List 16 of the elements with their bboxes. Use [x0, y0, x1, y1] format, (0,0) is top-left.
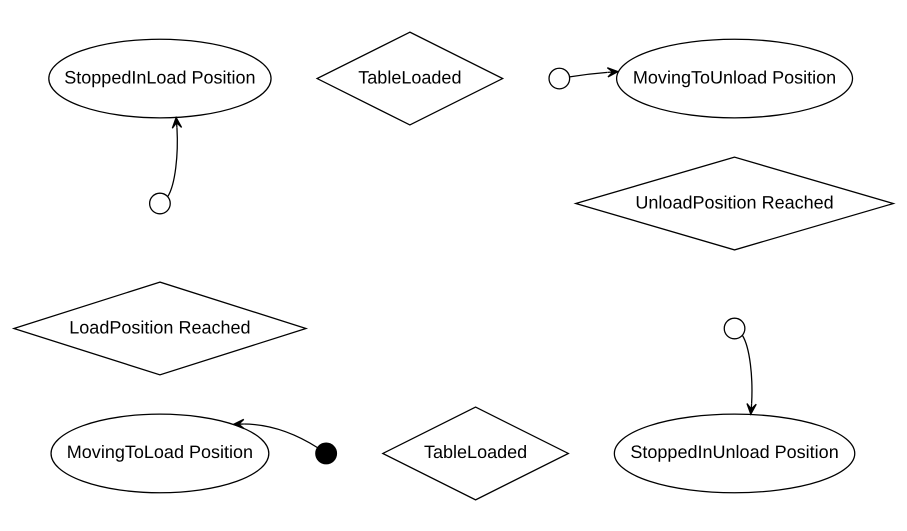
node-diamond: TableLoaded	[316, 30, 504, 126]
node-diamond: UnloadPosition Reached	[573, 156, 896, 250]
node-circle	[548, 67, 570, 89]
arrow	[570, 66, 619, 78]
node-ellipse: StoppedInLoad Position	[48, 38, 272, 118]
node-ellipse: MovingToUnload Position	[616, 38, 854, 118]
node-circle	[148, 192, 171, 214]
node-diamond: TableLoaded	[381, 406, 570, 500]
node-circle	[724, 317, 746, 339]
arrow	[742, 334, 757, 414]
node-circle	[315, 442, 338, 464]
node-ellipse: MovingToLoad Position	[50, 413, 270, 493]
node-diamond: LoadPosition Reached	[12, 280, 308, 376]
arrow	[232, 418, 318, 448]
node-ellipse: StoppedInUnload Position	[614, 413, 856, 493]
arrow	[167, 116, 182, 197]
